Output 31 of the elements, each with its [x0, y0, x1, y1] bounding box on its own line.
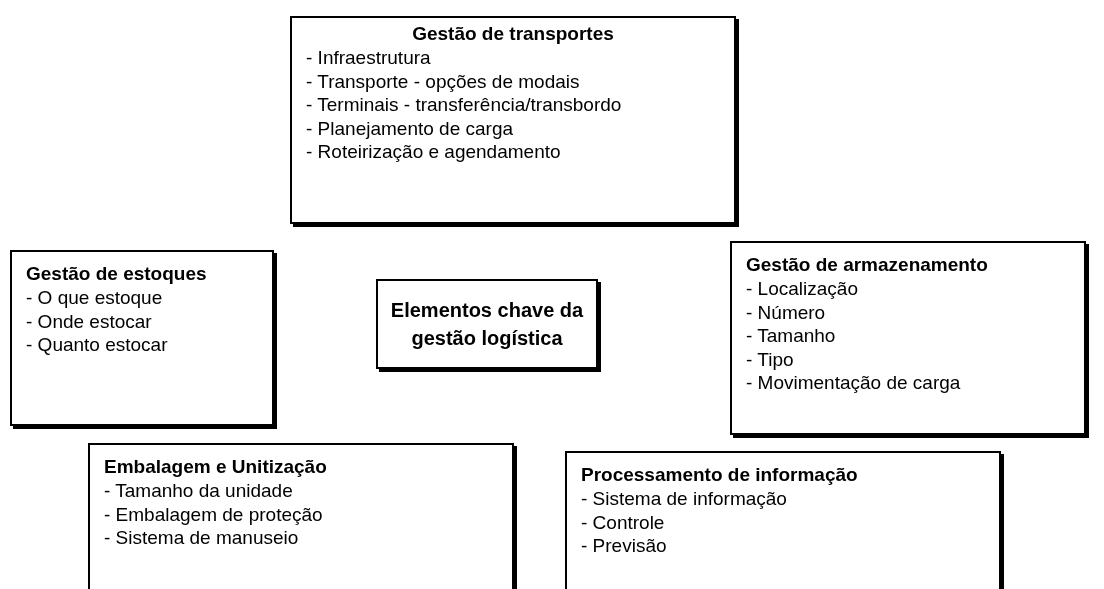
text-box: [290, 16, 736, 224]
box-title: Gestão de armazenamento: [746, 253, 988, 277]
list-item: - Onde estocar: [26, 309, 152, 333]
text-box: [565, 451, 1001, 589]
text-box: [376, 279, 598, 369]
box-title: Embalagem e Unitização: [104, 455, 327, 479]
list-item: - Embalagem de proteção: [104, 502, 323, 526]
list-item: - Roteirização e agendamento: [306, 140, 561, 164]
box-title: Elementos chave da gestão logística: [389, 298, 585, 351]
list-item: - Sistema de informação: [581, 487, 787, 511]
list-item: - Sistema de manuseio: [104, 526, 299, 550]
list-item: - O que estoque: [26, 286, 163, 310]
box-title: Gestão de transportes: [412, 22, 614, 46]
box-title: Gestão de estoques: [26, 262, 207, 286]
text-box: [88, 443, 514, 589]
list-item: - Localização: [746, 277, 858, 301]
list-item: - Número: [746, 300, 826, 324]
text-box: [730, 241, 1086, 435]
list-item: - Tipo: [746, 347, 794, 371]
list-item: - Tamanho: [746, 324, 836, 348]
list-item: - Previsão: [581, 534, 667, 558]
box-title: Processamento de informação: [581, 463, 858, 487]
list-item: - Planejamento de carga: [306, 116, 513, 140]
list-item: - Transporte - opções de modais: [306, 69, 580, 93]
list-item: - Controle: [581, 510, 665, 534]
list-item: - Tamanho da unidade: [104, 479, 293, 503]
list-item: - Quanto estocar: [26, 333, 168, 357]
text-box: [10, 250, 274, 426]
list-item: - Terminais - transferência/transbordo: [306, 93, 622, 117]
list-item: - Infraestrutura: [306, 46, 431, 70]
list-item: - Movimentação de carga: [746, 371, 961, 395]
